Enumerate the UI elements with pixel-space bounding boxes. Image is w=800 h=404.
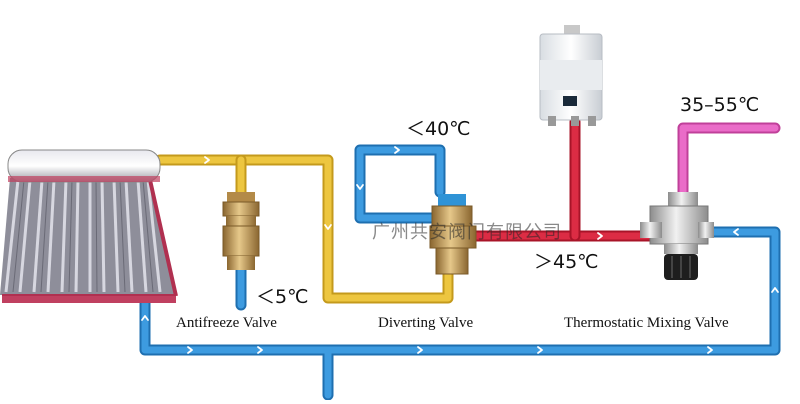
diverting-valve-label: Diverting Valve <box>378 315 474 331</box>
heater-display <box>563 96 577 106</box>
hot-water-pipe <box>462 116 656 242</box>
antifreeze-valve-label: Antifreeze Valve <box>176 315 277 331</box>
vacuum-tubes <box>0 178 175 295</box>
arrow-left <box>733 228 739 236</box>
arrow-right <box>257 346 263 354</box>
arrow-right <box>597 232 603 240</box>
arrow-right <box>204 156 210 164</box>
arrow-up <box>141 315 149 321</box>
arrow-down <box>356 184 364 190</box>
arrow-down <box>324 224 332 230</box>
solar-water-heater <box>0 149 178 303</box>
temp-label-35-55: 35–55℃ <box>680 94 760 116</box>
antifreeze-valve <box>222 192 260 270</box>
watermark: 广州共安阀门有限公司 <box>372 222 562 243</box>
temp-label-below-40: ＜40℃ <box>406 118 471 140</box>
mixed-water-pipe <box>677 122 781 201</box>
gas-water-heater <box>539 25 603 126</box>
temp-label-above-45: ＞45℃ <box>534 251 599 273</box>
arrow-right <box>707 346 713 354</box>
thermostatic-mixing-valve <box>640 192 714 280</box>
arrow-right <box>394 146 400 154</box>
thermostatic-mixing-valve-label: Thermostatic Mixing Valve <box>564 315 729 331</box>
cold-water-pipes <box>139 144 781 401</box>
arrow-right <box>187 346 193 354</box>
temp-label-below-5: ＜5℃ <box>256 286 309 308</box>
flow-arrows <box>141 146 779 354</box>
arrow-right <box>417 346 423 354</box>
diverting-valve <box>429 194 477 275</box>
solar-hot-water-pipe <box>154 154 454 304</box>
arrow-right <box>537 346 543 354</box>
arrow-up <box>771 287 779 293</box>
